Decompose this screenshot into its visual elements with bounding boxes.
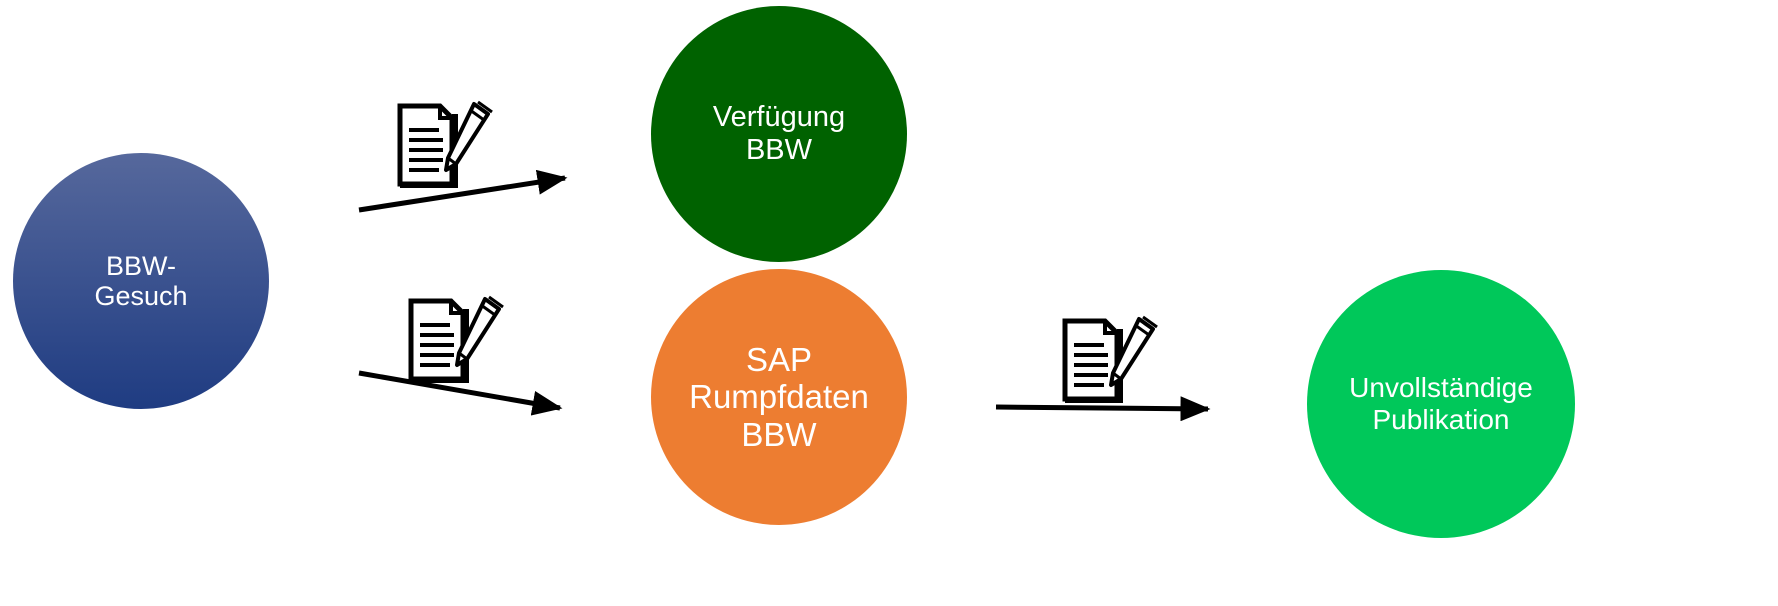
node-label-line: BBW	[745, 134, 813, 166]
arrow-rumpfdaten-to-publikation	[995, 396, 1211, 422]
document-edit-icon	[397, 100, 493, 188]
node-label-line: BBW-	[105, 250, 176, 281]
document-edit-icon	[1062, 315, 1158, 403]
arrow-gesuch-to-verfuegung	[358, 169, 568, 213]
node-label-line: SAP	[745, 341, 813, 379]
node-unvollstaendige-publikation: Unvollständige Publikation	[1307, 270, 1575, 538]
node-sap-rumpfdaten-bbw-label: SAP Rumpfdaten BBW	[689, 341, 869, 453]
node-label-line: Publikation	[1372, 404, 1510, 435]
node-sap-rumpfdaten-bbw: SAP Rumpfdaten BBW	[651, 269, 907, 525]
node-bbw-gesuch: BBW- Gesuch	[13, 153, 269, 409]
node-verfuegung-bbw: Verfügung BBW	[651, 6, 907, 262]
document-edit-icon	[408, 295, 504, 383]
node-label-line: Rumpfdaten	[689, 378, 869, 416]
node-verfuegung-bbw-label: Verfügung BBW	[713, 101, 845, 167]
node-bbw-gesuch-label: BBW- Gesuch	[94, 251, 187, 312]
node-label-line: Gesuch	[94, 281, 188, 311]
node-label-line: Verfügung	[712, 101, 846, 134]
node-label-line: BBW	[741, 415, 817, 453]
node-unvollstaendige-publikation-label: Unvollständige Publikation	[1349, 372, 1533, 435]
arrow-gesuch-to-rumpfdaten	[358, 370, 563, 416]
node-label-line: Unvollständige	[1349, 372, 1533, 404]
